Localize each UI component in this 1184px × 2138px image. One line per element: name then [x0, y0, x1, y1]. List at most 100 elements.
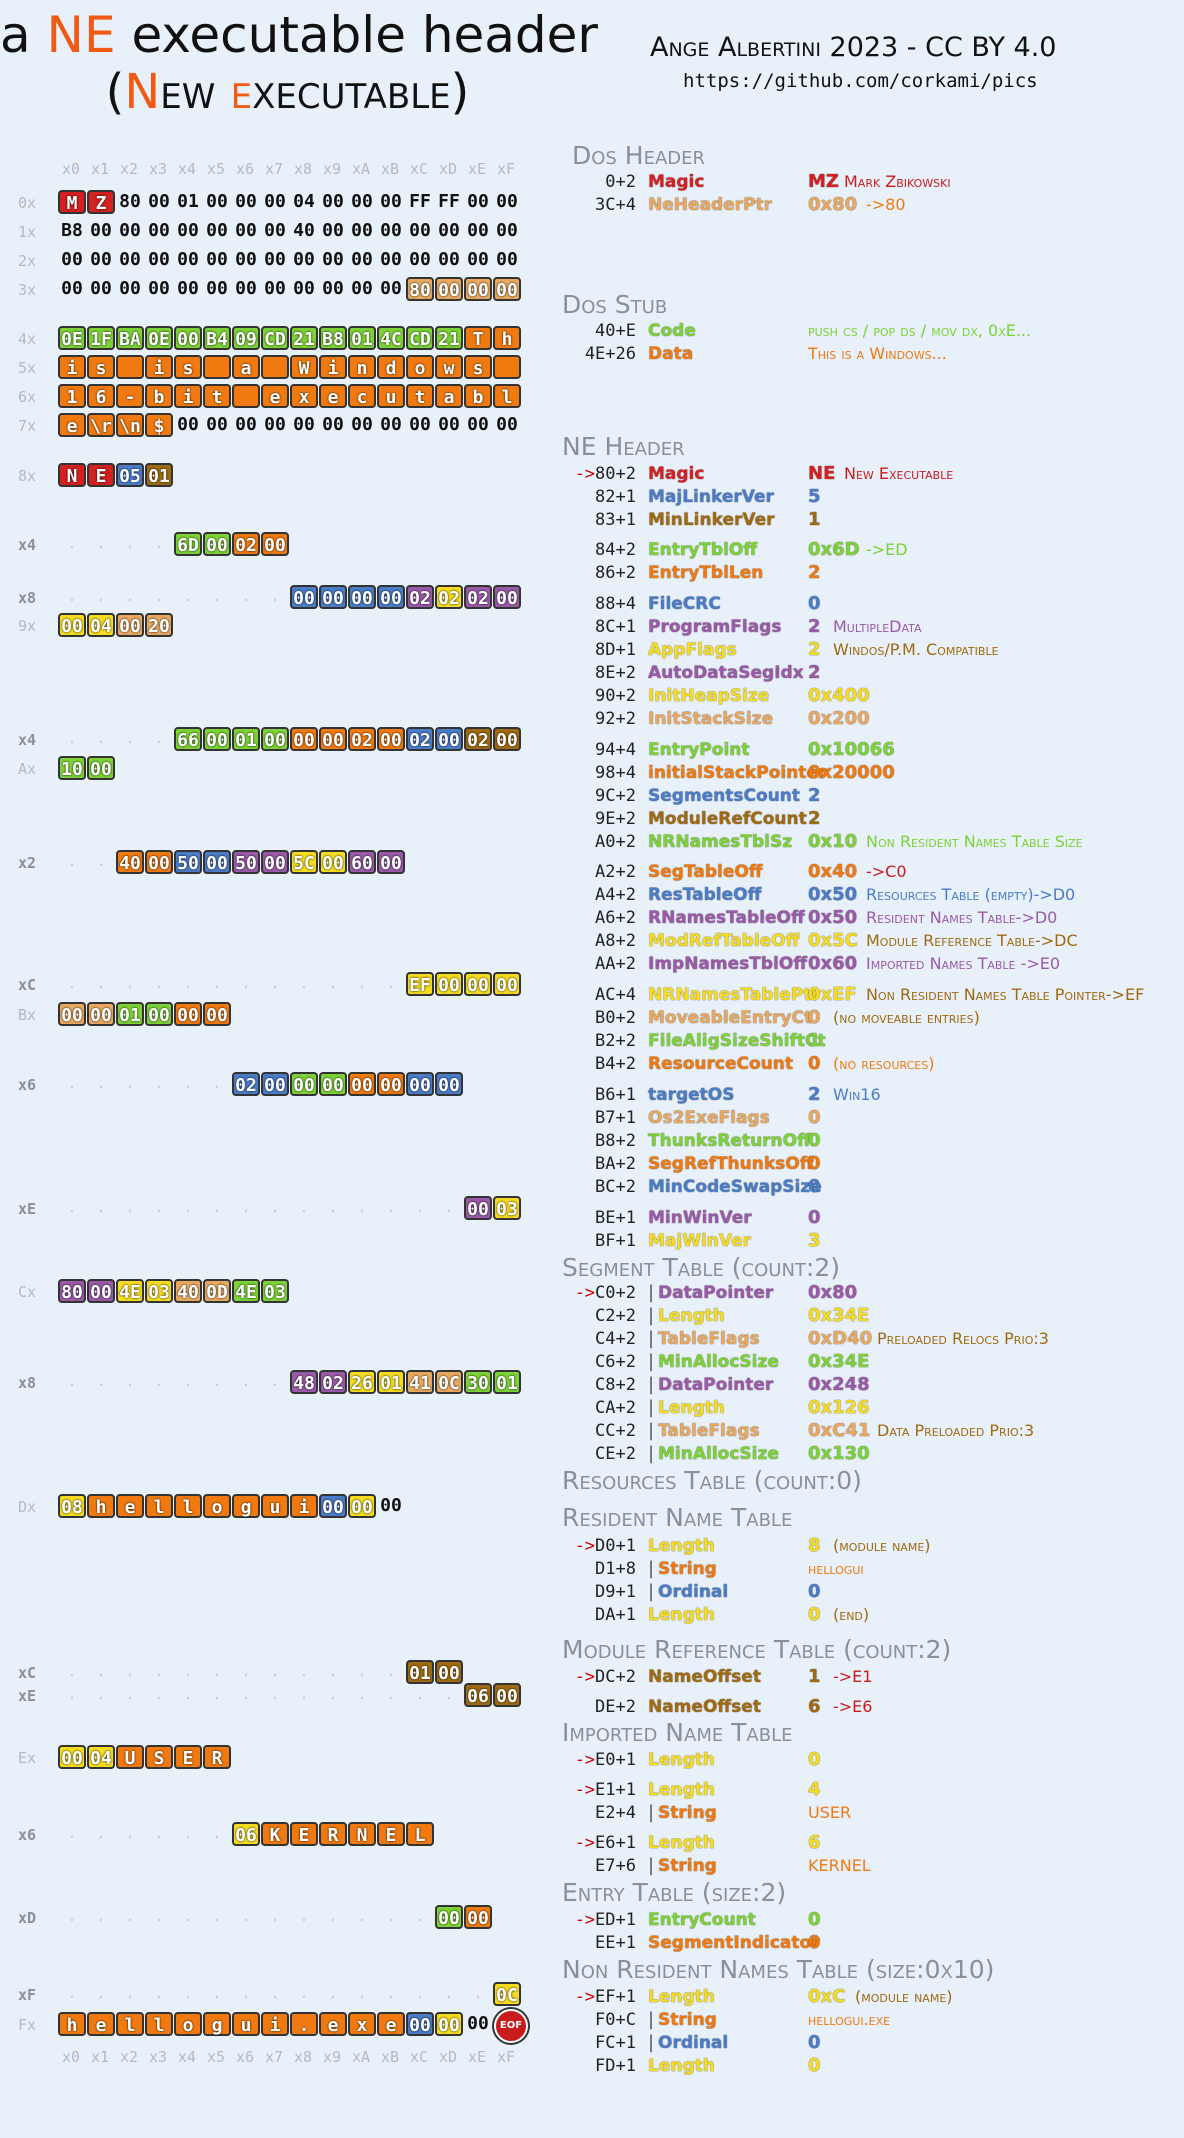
hex-byte-field: 00: [493, 277, 521, 301]
field-offset: E7+6: [560, 1856, 636, 1876]
field-name: Length: [648, 1780, 715, 1800]
hex-byte-field: u: [377, 384, 405, 408]
hex-byte: 00: [264, 249, 286, 270]
hex-skip: .: [328, 1200, 338, 1216]
field-comment: KERNEL: [808, 1856, 871, 1875]
hex-byte-field: 00: [58, 613, 86, 637]
pointer-arrow: ->: [574, 1833, 596, 1853]
hex-row-label: Ex: [18, 1749, 37, 1767]
hex-skip: .: [96, 536, 106, 552]
offset-text: 86+2: [595, 563, 636, 583]
field-name: InitHeapSize: [648, 686, 770, 706]
offset-text: 40+E: [595, 321, 636, 341]
hex-byte-field: i: [290, 1494, 318, 1518]
field-offset: B2+2: [560, 1031, 636, 1051]
hex-skip: .: [241, 589, 251, 605]
hex-column-header: xB: [381, 2048, 400, 2066]
hex-byte: 00: [467, 191, 489, 212]
hex-byte-field: e: [87, 2012, 115, 2036]
hex-byte-field: 26: [348, 1370, 376, 1394]
hex-byte-field: EF: [406, 972, 434, 996]
field-value: 0x6D: [808, 539, 860, 560]
hex-byte-field: 01: [348, 326, 376, 350]
hex-row-label: xF: [18, 1986, 37, 2004]
hex-column-header: xD: [439, 2048, 458, 2066]
hex-skip: .: [183, 1076, 193, 1092]
field-offset: FD+1: [560, 2056, 636, 2076]
hex-byte-field: i: [261, 2012, 289, 2036]
hex-byte-field: 02: [406, 727, 434, 751]
field-offset: 4E+26: [560, 344, 636, 364]
hex-byte-field: 50: [232, 850, 260, 874]
field-name: Magic: [648, 464, 705, 484]
hex-column-header: x4: [178, 160, 197, 178]
hex-byte-field: 02: [348, 727, 376, 751]
hex-skip: .: [357, 1986, 367, 2002]
pointer-arrow: ->: [574, 1283, 596, 1303]
field-value: 0x60: [808, 953, 858, 974]
hex-byte: 00: [264, 191, 286, 212]
hex-skip: .: [67, 1687, 77, 1703]
hex-skip: .: [67, 1076, 77, 1092]
section-title: Dos Header: [572, 141, 706, 170]
hex-byte-field: 00: [319, 727, 347, 751]
field-comment: Resources Table (empty)->D0: [866, 885, 1076, 904]
hex-byte: 00: [380, 220, 402, 241]
field-name: DataPointer: [658, 1375, 774, 1395]
hex-byte-field: B8: [319, 326, 347, 350]
hex-skip: .: [67, 1826, 77, 1842]
hex-byte-field: 4E: [116, 1279, 144, 1303]
hex-byte-field: B4: [203, 326, 231, 350]
hex-byte: 00: [206, 191, 228, 212]
hex-skip: .: [96, 854, 106, 870]
hex-byte: 00: [351, 220, 373, 241]
field-name: NRNamesTablePtr: [648, 985, 820, 1005]
hex-byte-field: 01: [377, 1370, 405, 1394]
field-name: NRNamesTblSz: [648, 832, 793, 852]
hex-byte-field: 00: [261, 850, 289, 874]
field-offset: 0+2: [560, 172, 636, 192]
hex-byte: 00: [438, 220, 460, 241]
field-name: Data: [648, 344, 694, 364]
hex-byte: 00: [264, 278, 286, 299]
field-value: 2: [808, 662, 821, 683]
hex-skip: .: [386, 1909, 396, 1925]
offset-text: C8+2: [595, 1375, 636, 1395]
hex-byte-field: 00: [87, 1279, 115, 1303]
hex-byte-field: 00: [319, 1072, 347, 1096]
field-offset: F0+C: [560, 2010, 636, 2030]
hex-skip: .: [357, 1687, 367, 1703]
hex-skip: .: [299, 1986, 309, 2002]
hex-skip: .: [125, 1374, 135, 1390]
hex-byte-field: 09: [232, 326, 260, 350]
hex-skip: .: [328, 1986, 338, 2002]
hex-byte-field: e: [377, 2012, 405, 2036]
hex-column-header: x0: [62, 2048, 81, 2066]
hex-byte: 00: [496, 414, 518, 435]
hex-row-label: xE: [18, 1200, 37, 1218]
hex-byte-field: h: [87, 1494, 115, 1518]
field-value: 0x130: [808, 1443, 870, 1464]
field-value: 0xC: [808, 1986, 846, 2007]
hex-byte-field: [203, 355, 231, 379]
field-value: 2: [808, 808, 821, 829]
hex-row-label: xC: [18, 1664, 37, 1682]
hex-byte-field: d: [377, 355, 405, 379]
hex-row-label: Bx: [18, 1006, 37, 1024]
field-name: ResTableOff: [648, 885, 762, 905]
source-url[interactable]: https://github.com/corkami/pics: [683, 70, 1038, 92]
field-value: 0: [808, 1909, 821, 1930]
offset-text: E2+4: [595, 1803, 636, 1823]
field-offset: BF+1: [560, 1231, 636, 1251]
hex-byte-field: 20: [145, 613, 173, 637]
section-title: NE Header: [562, 432, 685, 461]
hex-byte: 00: [467, 2013, 489, 2034]
offset-text: AA+2: [595, 954, 636, 974]
field-value: NE: [808, 463, 836, 484]
field-offset: A0+2: [560, 832, 636, 852]
field-name: NameOffset: [648, 1667, 761, 1687]
hex-skip: .: [125, 1687, 135, 1703]
section-title: Resources Table (count:0): [562, 1466, 862, 1495]
offset-text: ED+1: [595, 1910, 636, 1930]
field-value: 0x10: [808, 831, 858, 852]
